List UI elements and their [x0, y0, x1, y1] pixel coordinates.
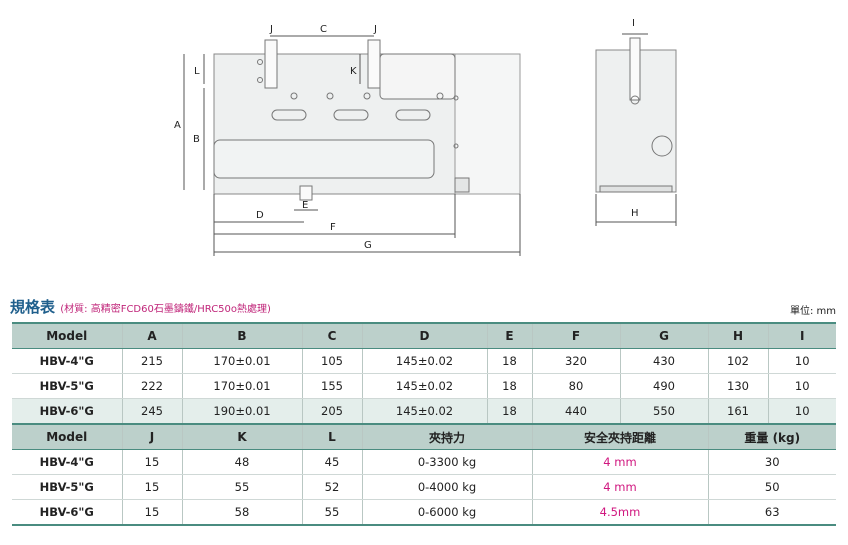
table-cell: 48 [181, 449, 302, 475]
table-cell: 15 [121, 499, 182, 526]
table-row: HBV-5"G 222 170±0.01 155 145±0.02 18 80 … [12, 373, 836, 399]
table-cell: 55 [301, 499, 362, 526]
header-cell: B [181, 322, 302, 349]
header-cell: A [121, 322, 182, 349]
table-cell: 4.5mm [531, 499, 708, 526]
table-row: HBV-6"G 245 190±0.01 205 145±0.02 18 440… [12, 398, 836, 425]
table-cell: 10 [767, 348, 836, 374]
model-cell: HBV-5"G [12, 474, 122, 500]
table-cell: 0-4000 kg [361, 474, 532, 500]
header-cell: Model [12, 423, 122, 450]
svg-text:B: B [193, 134, 200, 145]
table-cell: 10 [767, 398, 836, 425]
header-cell: L [301, 423, 362, 450]
svg-text:D: D [256, 210, 264, 221]
spec-title-main: 規格表 [10, 298, 56, 316]
svg-text:K: K [350, 66, 357, 77]
model-cell: HBV-6"G [12, 499, 122, 526]
side-view [183, 35, 521, 256]
header-cell: D [361, 322, 487, 349]
table-cell: 440 [531, 398, 620, 425]
table-cell: 130 [707, 373, 768, 399]
table-cell: 145±0.02 [361, 348, 487, 374]
header-cell: Model [12, 322, 122, 349]
table-cell: 15 [121, 449, 182, 475]
table-cell: 190±0.01 [181, 398, 302, 425]
table-cell: 63 [707, 499, 836, 526]
table-cell: 55 [181, 474, 302, 500]
table-cell: 15 [121, 474, 182, 500]
table-cell: 0-6000 kg [361, 499, 532, 526]
svg-text:C: C [320, 24, 327, 35]
table-cell: 18 [486, 398, 532, 425]
table-cell: 245 [121, 398, 182, 425]
table-cell: 18 [486, 348, 532, 374]
table-cell: 30 [707, 449, 836, 475]
table-cell: 80 [531, 373, 620, 399]
model-cell: HBV-5"G [12, 373, 122, 399]
header-cell: E [486, 322, 532, 349]
table-cell: 205 [301, 398, 362, 425]
table-cell: 52 [301, 474, 362, 500]
table-cell: 490 [619, 373, 708, 399]
table-cell: 18 [486, 373, 532, 399]
table-cell: 105 [301, 348, 362, 374]
table-cell: 170±0.01 [181, 348, 302, 374]
svg-text:E: E [302, 200, 308, 211]
technical-drawing: J C J L K A B D E F G I H [174, 18, 677, 256]
model-cell: HBV-4"G [12, 449, 122, 475]
header-cell: H [707, 322, 768, 349]
spec-title: 規格表 (材質: 高精密FCD60石墨鑄鐵/HRC50o熱處理) [10, 296, 271, 317]
header-row-1: Model A B C D E F G H I [12, 322, 836, 349]
header-cell: C [301, 322, 362, 349]
table-cell: 215 [121, 348, 182, 374]
header-cell: 夾持力 [361, 423, 532, 450]
table-cell: 0-3300 kg [361, 449, 532, 475]
table-cell: 155 [301, 373, 362, 399]
table-row: HBV-6"G 15 58 55 0-6000 kg 4.5mm 63 [12, 499, 836, 526]
header-cell: G [619, 322, 708, 349]
header-cell: I [767, 322, 836, 349]
table-cell: 58 [181, 499, 302, 526]
table-cell: 145±0.02 [361, 398, 487, 425]
header-cell: 安全夾持距離 [531, 423, 708, 450]
header-row-2: Model J K L 夾持力 安全夾持距離 重量 (kg) [12, 423, 836, 450]
table-cell: 4 mm [531, 449, 708, 475]
svg-text:G: G [364, 240, 372, 251]
table-cell: 10 [767, 373, 836, 399]
table-row: HBV-4"G 15 48 45 0-3300 kg 4 mm 30 [12, 449, 836, 475]
svg-text:A: A [174, 120, 181, 131]
table-cell: 320 [531, 348, 620, 374]
model-cell: HBV-4"G [12, 348, 122, 374]
table-row: HBV-4"G 215 170±0.01 105 145±0.02 18 320… [12, 348, 836, 374]
svg-text:H: H [631, 208, 639, 219]
table-cell: 430 [619, 348, 708, 374]
front-view [595, 33, 677, 226]
header-cell: J [121, 423, 182, 450]
header-cell: F [531, 322, 620, 349]
model-cell: HBV-6"G [12, 398, 122, 425]
table-row: HBV-5"G 15 55 52 0-4000 kg 4 mm 50 [12, 474, 836, 500]
spec-table: Model A B C D E F G H I HBV-4"G 215 170±… [12, 322, 836, 526]
svg-text:J: J [269, 24, 273, 35]
spec-subtitle: (材質: 高精密FCD60石墨鑄鐵/HRC50o熱處理) [60, 304, 271, 315]
svg-text:F: F [330, 222, 336, 233]
svg-text:I: I [632, 18, 635, 29]
unit-label: 單位: mm [789, 306, 836, 317]
table-cell: 222 [121, 373, 182, 399]
table-cell: 550 [619, 398, 708, 425]
table-cell: 45 [301, 449, 362, 475]
table-cell: 50 [707, 474, 836, 500]
svg-text:L: L [194, 66, 200, 77]
table-cell: 4 mm [531, 474, 708, 500]
svg-text:J: J [373, 24, 377, 35]
table-cell: 161 [707, 398, 768, 425]
dimension-labels: J C J L K A B D E F G I H [174, 18, 639, 251]
table-cell: 102 [707, 348, 768, 374]
table-cell: 145±0.02 [361, 373, 487, 399]
header-cell: 重量 (kg) [707, 423, 836, 450]
header-cell: K [181, 423, 302, 450]
table-cell: 170±0.01 [181, 373, 302, 399]
